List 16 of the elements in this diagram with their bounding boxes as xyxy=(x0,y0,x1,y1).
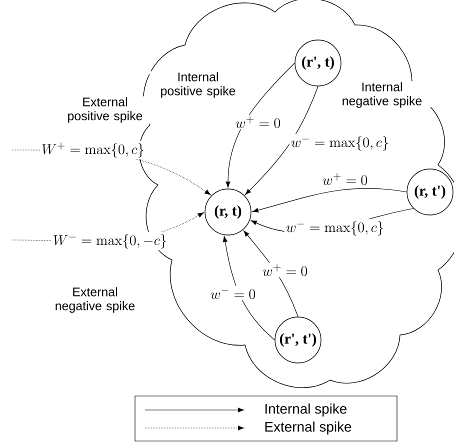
region-label: External positive spike xyxy=(56,96,154,124)
edge-label: $w^{+} = 0$ xyxy=(260,262,310,278)
edge-label: $W^{-} = \max\{0,-c\}$ xyxy=(51,232,169,250)
region-label: External negative spike xyxy=(46,286,144,314)
legend-text: Internal spike xyxy=(265,404,347,416)
edge-label: $w^{-} = \max\{0, c\}$ xyxy=(289,134,391,152)
arrow xyxy=(252,188,407,212)
edge-label: $w^{+} = 0$ xyxy=(320,172,370,186)
edge-label: $w^{+} = 0$ xyxy=(234,114,282,130)
edge-label: $w^{-} = 0$ xyxy=(208,286,258,300)
region-label: Internal negative spike xyxy=(334,81,430,109)
legend-text: External spike xyxy=(265,421,352,434)
region-label: Internal positive spike xyxy=(150,71,246,99)
arrow xyxy=(245,86,318,195)
edge-label: $w^{-} = \max\{0, c\}$ xyxy=(284,218,386,238)
edge-label: $W^{+} = \max\{0, c\}$ xyxy=(40,140,146,160)
